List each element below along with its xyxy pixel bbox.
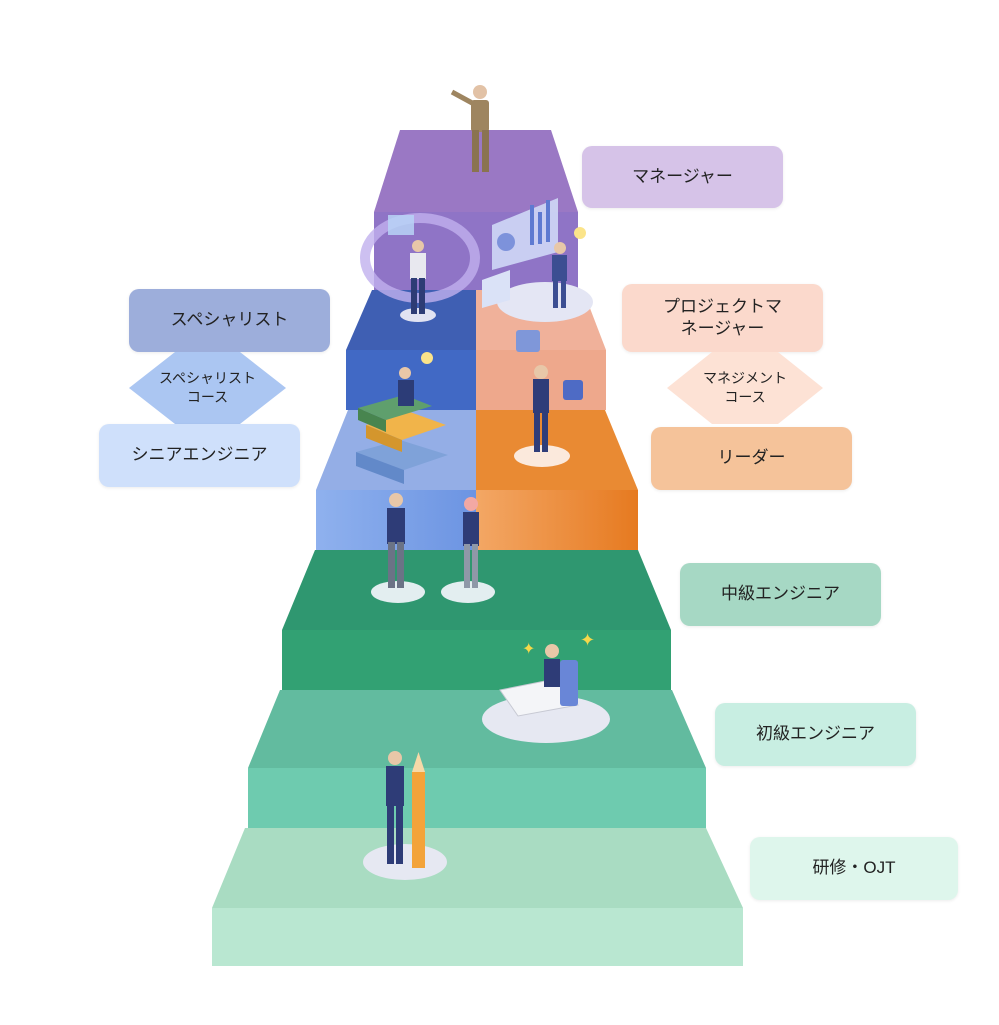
svg-text:✦: ✦ <box>522 639 535 658</box>
label-specialist-course: スペシャリスト コース <box>129 352 286 424</box>
label-training: 研修・OJT <box>750 837 958 900</box>
diamond-shape-icon <box>129 352 286 424</box>
step-specialist-pm <box>346 290 606 410</box>
step-senior-leader <box>316 410 638 550</box>
svg-text:✦: ✦ <box>580 630 595 651</box>
label-specialist: スペシャリスト <box>129 289 330 352</box>
label-leader-text: リーダー <box>717 448 786 468</box>
label-manager: マネージャー <box>582 146 783 208</box>
pencil-figure-icon <box>363 751 447 880</box>
label-management-course: マネジメント コース <box>667 352 823 424</box>
dashboard-panel-icon <box>482 198 593 322</box>
label-specialist-text: スペシャリスト <box>170 310 289 330</box>
label-senior-engineer: シニアエンジニア <box>99 424 300 487</box>
leader-figure-icon <box>514 330 583 467</box>
label-manager-text: マネージャー <box>632 166 733 186</box>
step-training <box>212 828 743 966</box>
step-junior <box>248 690 706 828</box>
label-management-course-text: マネジメント コース <box>703 370 787 405</box>
manager-figure-icon <box>450 85 489 172</box>
two-engineers-icon <box>371 493 495 603</box>
label-specialist-course-text: スペシャリスト コース <box>158 370 257 405</box>
diamond-shape-icon <box>667 352 823 424</box>
label-junior-engineer-text: 初級エンジニア <box>756 724 875 744</box>
desk-worker-icon: ✦ ✦ <box>482 630 610 743</box>
label-project-manager: プロジェクトマ ネージャー <box>622 284 823 352</box>
label-leader: リーダー <box>651 427 852 490</box>
specialist-figure-icon <box>400 240 436 322</box>
books-figure-icon <box>356 352 448 484</box>
label-training-text: 研修・OJT <box>812 858 896 878</box>
pm-figure-icon <box>552 227 586 308</box>
label-senior-engineer-text: シニアエンジニア <box>131 445 268 465</box>
label-mid-engineer: 中級エンジニア <box>680 563 881 626</box>
label-project-manager-text: プロジェクトマ ネージャー <box>663 296 782 338</box>
label-junior-engineer: 初級エンジニア <box>715 703 916 766</box>
label-mid-engineer-text: 中級エンジニア <box>721 584 840 604</box>
step-mid <box>282 550 671 690</box>
